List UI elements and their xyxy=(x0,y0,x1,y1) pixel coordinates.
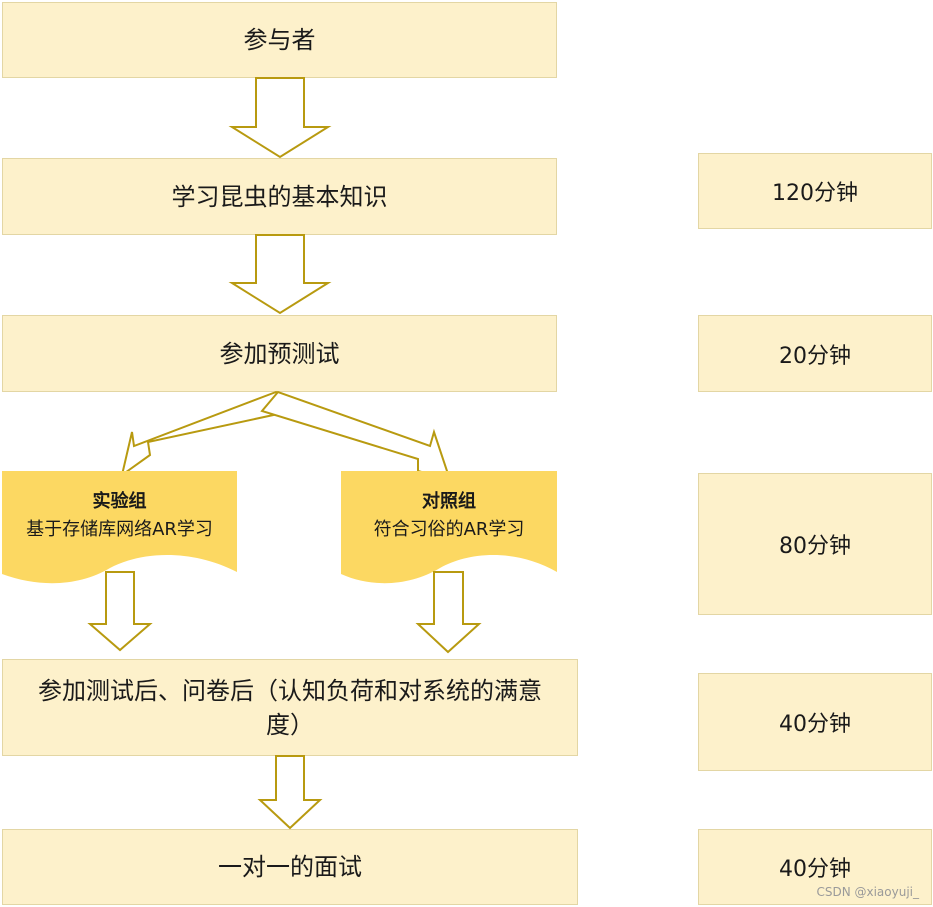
time-label: 120分钟 xyxy=(772,181,858,206)
time-box-interview: 40分钟 xyxy=(698,829,932,905)
arrow-down-1 xyxy=(228,77,332,159)
step-posttest: 参加测试后、问卷后（认知负荷和对系统的满意度） xyxy=(2,659,578,756)
step-interview-label: 一对一的面试 xyxy=(218,853,362,881)
arrow-down-left-group xyxy=(87,571,153,652)
arrow-down-2 xyxy=(228,234,332,315)
time-box-pretest: 20分钟 xyxy=(698,315,932,392)
step-interview: 一对一的面试 xyxy=(2,829,578,905)
arrow-diag-right xyxy=(260,390,452,482)
step-pretest: 参加预测试 xyxy=(2,315,557,392)
time-label: 20分钟 xyxy=(779,343,851,369)
arrow-down-5 xyxy=(257,755,323,830)
step-participants: 参与者 xyxy=(2,2,557,78)
arrow-diag-left xyxy=(120,390,294,478)
control-group: 对照组 符合习俗的AR学习 xyxy=(341,488,557,544)
time-box-posttest: 40分钟 xyxy=(698,673,932,771)
time-label: 40分钟 xyxy=(779,712,851,737)
time-label: 80分钟 xyxy=(779,534,851,559)
control-group-shape xyxy=(341,471,557,584)
step-pretest-label: 参加预测试 xyxy=(219,339,340,368)
experimental-group: 实验组 基于存储库网络AR学习 xyxy=(2,488,237,544)
experimental-group-desc: 基于存储库网络AR学习 xyxy=(26,519,213,540)
control-group-title: 对照组 xyxy=(422,491,476,512)
step-posttest-label: 参加测试后、问卷后（认知负荷和对系统的满意度） xyxy=(38,676,542,739)
arrow-down-right-group xyxy=(415,571,482,654)
experimental-group-title: 实验组 xyxy=(92,491,147,512)
step-learn-basics-label: 学习昆虫的基本知识 xyxy=(171,182,388,211)
time-box-groups: 80分钟 xyxy=(698,473,932,615)
experimental-group-shape xyxy=(2,471,237,584)
time-label: 40分钟 xyxy=(779,857,851,882)
step-participants-label: 参与者 xyxy=(243,26,316,54)
time-box-learn: 120分钟 xyxy=(698,153,932,229)
control-group-desc: 符合习俗的AR学习 xyxy=(373,519,525,540)
watermark: CSDN @xiaoyuji_ xyxy=(816,885,919,899)
